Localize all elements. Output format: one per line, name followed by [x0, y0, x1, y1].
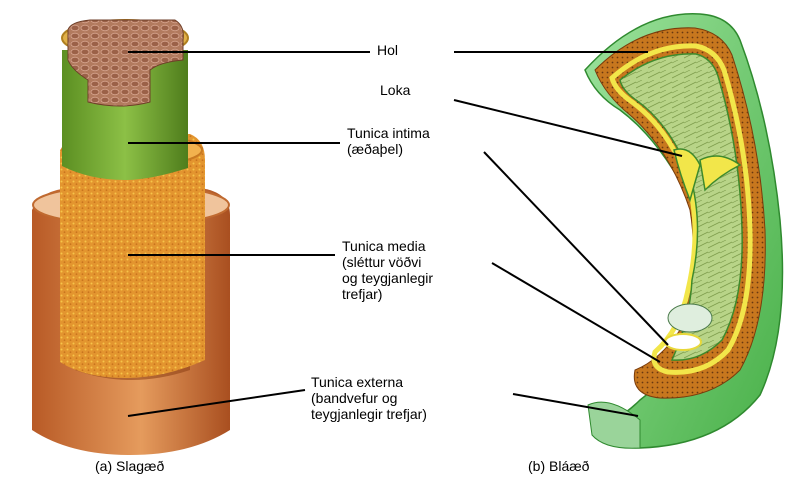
- label-hol: Hol: [377, 42, 399, 58]
- caption-vein: (b) Bláæð: [528, 458, 590, 474]
- label-loka: Loka: [380, 82, 411, 98]
- artery-illustration: [32, 19, 230, 455]
- artery-lumen: [67, 19, 184, 107]
- label-tunica-intima: Tunica intima (æðaþel): [347, 125, 430, 157]
- leader-intima-vein: [483, 151, 669, 346]
- leader-media-vein: [491, 262, 661, 363]
- label-tunica-media: Tunica media (sléttur vöðvi og teygjanle…: [342, 238, 434, 302]
- vein-valve: [673, 148, 742, 203]
- leader-lines: [127, 51, 683, 417]
- vein-lumen: [619, 53, 743, 361]
- leader-loka: [453, 99, 683, 157]
- leader-externa-artery: [127, 389, 306, 417]
- caption-artery: (a) Slagæð: [95, 458, 165, 474]
- leader-externa-vein: [512, 393, 639, 417]
- vein-illustration: [584, 13, 784, 449]
- label-tunica-externa: Tunica externa (bandvefur og teygjanlegi…: [311, 374, 427, 422]
